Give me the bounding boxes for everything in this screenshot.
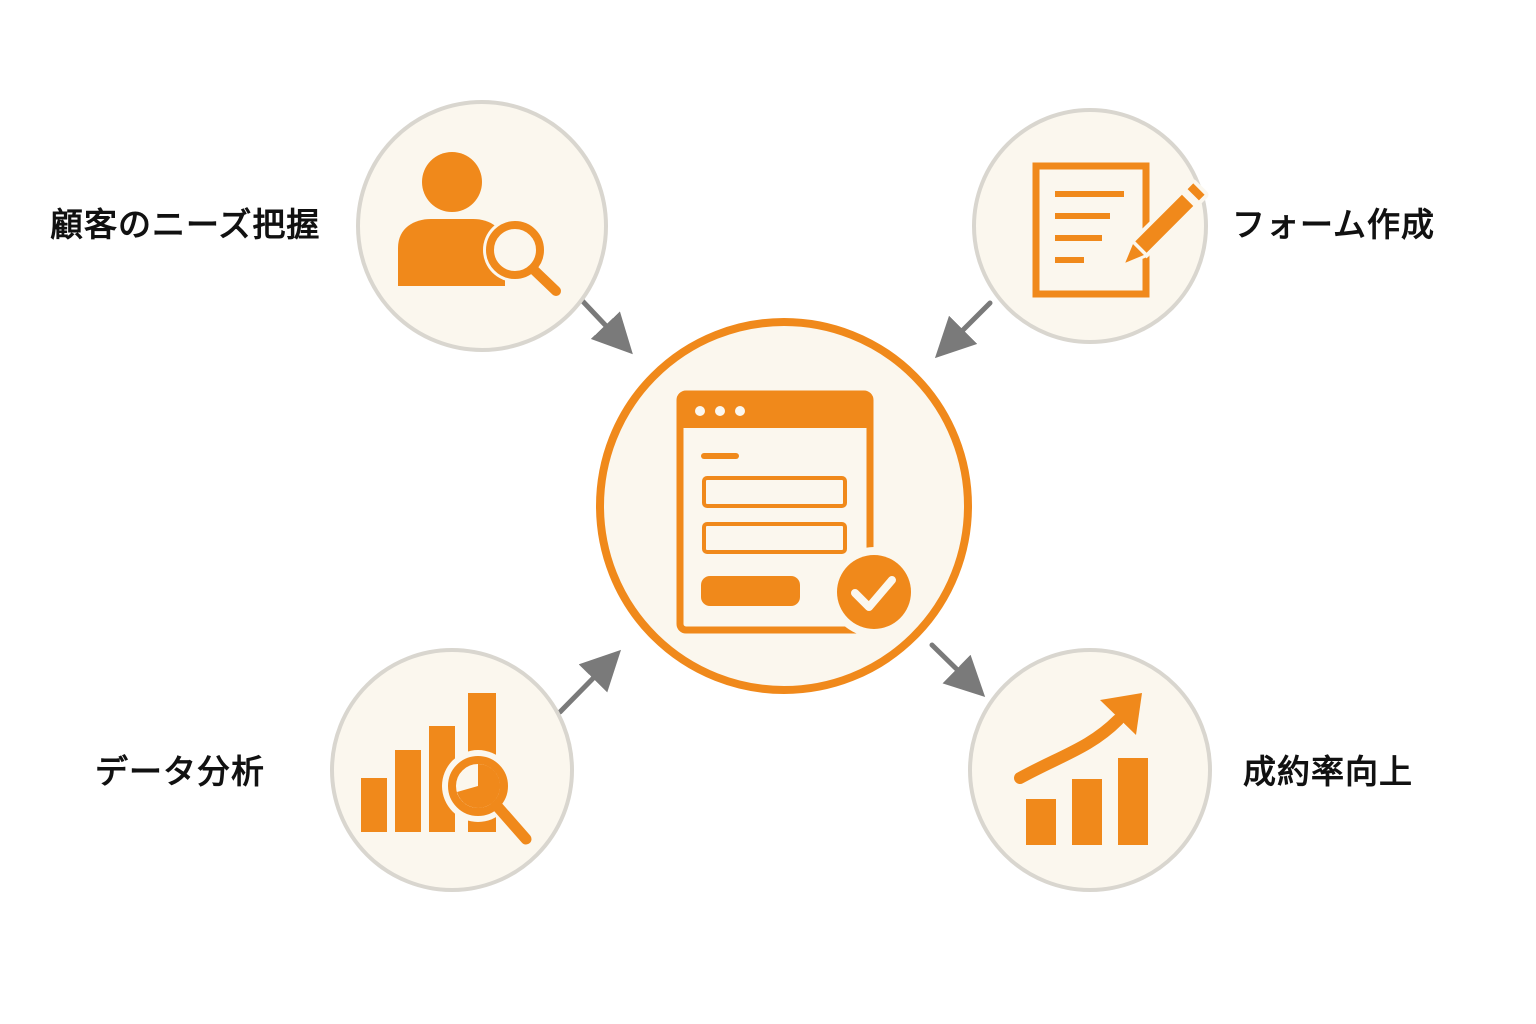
- label-form-creation: フォーム作成: [1232, 205, 1436, 244]
- node-data: [330, 648, 574, 892]
- label-conversion-rate: 成約率向上: [1243, 752, 1413, 791]
- node-rate: [968, 648, 1212, 892]
- bar-chart-search-icon: [361, 693, 532, 845]
- label-data-analysis: データ分析: [95, 752, 265, 791]
- node-form: [972, 108, 1209, 344]
- document-pencil-icon: [1032, 162, 1209, 298]
- label-customer-needs: 顧客のニーズ把握: [50, 205, 321, 244]
- web-form-check-icon: [676, 390, 919, 637]
- arrow-form-to-center: [934, 300, 993, 359]
- arrow-data-to-center: [557, 649, 622, 715]
- arrow-center-to-rate: [929, 642, 986, 697]
- user-search-icon: [398, 152, 561, 296]
- node-customer: [356, 100, 608, 352]
- growth-chart-arrow-icon: [1014, 693, 1148, 845]
- node-center: [596, 318, 972, 694]
